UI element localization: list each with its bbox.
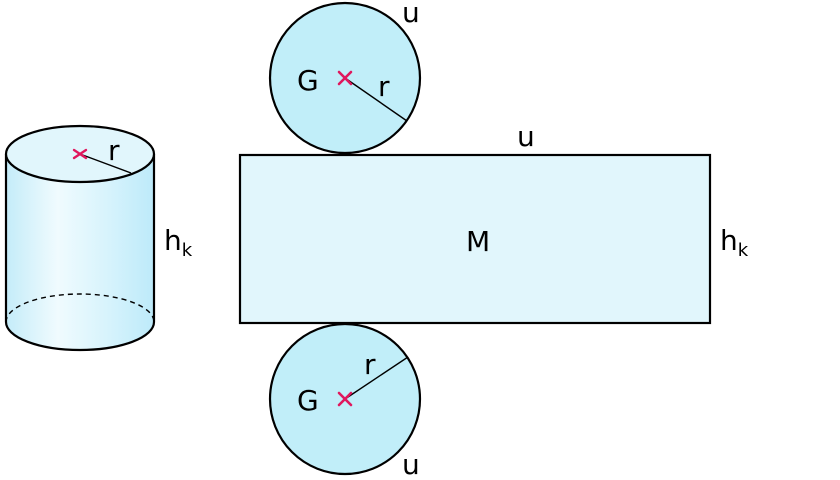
bottom-base-circle: G r u: [268, 322, 422, 480]
top-center-mark: [337, 70, 353, 86]
bottom-radius-line: [344, 356, 409, 400]
bottom-base-area-label: G: [297, 384, 319, 417]
rect-height-label: hk: [720, 224, 749, 261]
cylinder-figure: r hk: [4, 124, 193, 352]
cylinder-center-mark: [72, 148, 88, 160]
lateral-surface-label: M: [466, 225, 490, 258]
cylinder-bottom-front-edge: [4, 321, 156, 352]
top-base-area-label: G: [297, 64, 319, 97]
bottom-radius-label: r: [364, 348, 376, 381]
lateral-surface-rectangle: u M hk: [238, 120, 749, 325]
top-circumference-label: u: [402, 0, 420, 29]
cylinder-radius-label: r: [108, 134, 120, 167]
bottom-circumference-label: u: [402, 448, 420, 480]
cylinder-height-label: hk: [164, 224, 193, 261]
rect-top-length-label: u: [517, 120, 535, 153]
cylinder-bottom-hidden-edge: [5, 293, 155, 323]
top-radius-line: [344, 77, 408, 122]
top-base-circle: G r u: [268, 0, 422, 155]
bottom-center-mark: [337, 391, 353, 407]
cylinder-radius-line: [79, 153, 132, 174]
cylinder-body: [6, 154, 154, 350]
top-radius-label: r: [378, 70, 390, 103]
lateral-rect-shape: [238, 153, 712, 325]
